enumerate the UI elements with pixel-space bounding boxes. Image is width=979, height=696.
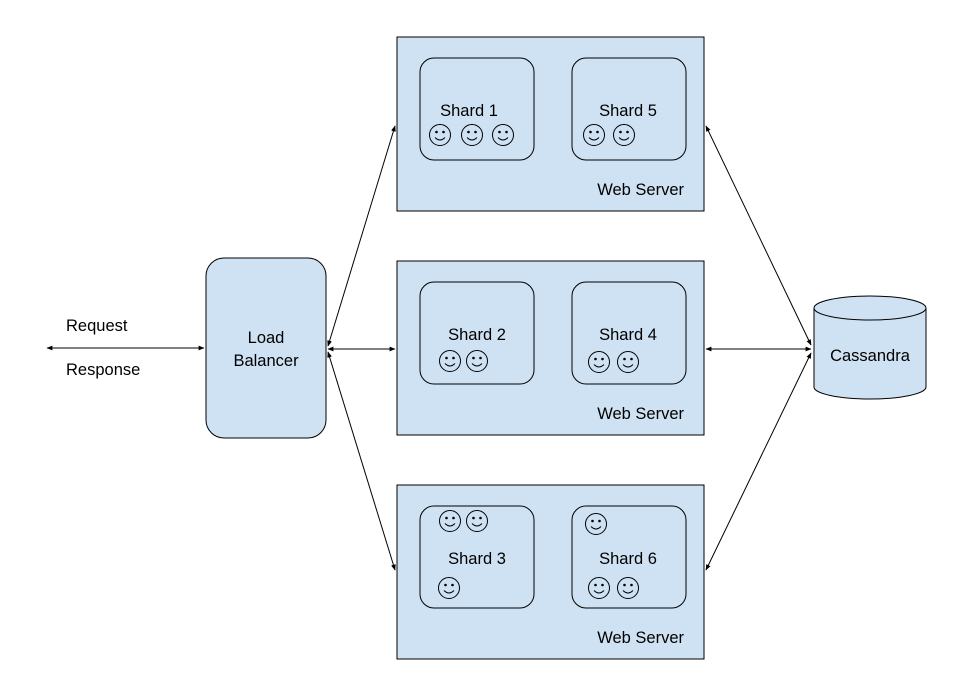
- load-balancer-label-line1: Load: [248, 329, 285, 347]
- lb-server3-connector: [327, 351, 396, 571]
- smiley-face-icon: [439, 510, 461, 532]
- smiley-face-icon: [588, 577, 610, 599]
- database-cylinder-top: [813, 295, 927, 321]
- smiley-face-icon: [438, 577, 460, 599]
- shard-label: Shard 1: [440, 102, 498, 120]
- web-server-label: Web Server: [597, 181, 684, 199]
- smiley-face-icon: [617, 577, 639, 599]
- server1-db-connector: [705, 125, 812, 346]
- load-balancer-box: [205, 257, 327, 439]
- smiley-face-icon: [613, 124, 635, 146]
- load-balancer: Load Balancer: [205, 257, 327, 439]
- smiley-face-icon: [466, 510, 488, 532]
- database-cylinder-body: [813, 308, 927, 400]
- web-server-1: Shard 1 Shard 5 Web Server: [396, 36, 705, 212]
- smiley-face-icon: [439, 350, 461, 372]
- response-label: Response: [66, 361, 140, 379]
- shard-label: Shard 3: [448, 550, 506, 568]
- shard-label: Shard 6: [599, 550, 657, 568]
- shard-users: [429, 124, 639, 599]
- request-label: Request: [66, 317, 128, 335]
- shard-label: Shard 2: [448, 326, 506, 344]
- web-server-label: Web Server: [597, 405, 684, 423]
- smiley-face-icon: [461, 124, 483, 146]
- server3-db-connector: [705, 352, 812, 571]
- database-label: Cassandra: [830, 347, 911, 365]
- shard-label: Shard 5: [599, 102, 657, 120]
- smiley-face-icon: [466, 350, 488, 372]
- smiley-face-icon: [588, 351, 610, 373]
- web-server-3: Shard 3 Shard 6 Web Server: [396, 484, 705, 660]
- load-balancer-label-line2: Balancer: [233, 352, 299, 370]
- database: Cassandra: [813, 295, 927, 400]
- lb-server1-connector: [327, 125, 396, 347]
- smiley-face-icon: [585, 513, 607, 535]
- smiley-face-icon: [429, 124, 451, 146]
- web-server-label: Web Server: [597, 629, 684, 647]
- shard-label: Shard 4: [599, 326, 657, 344]
- smiley-face-icon: [492, 124, 514, 146]
- smiley-face-icon: [617, 351, 639, 373]
- smiley-face-icon: [583, 124, 605, 146]
- web-server-2: Shard 2 Shard 4 Web Server: [396, 260, 705, 436]
